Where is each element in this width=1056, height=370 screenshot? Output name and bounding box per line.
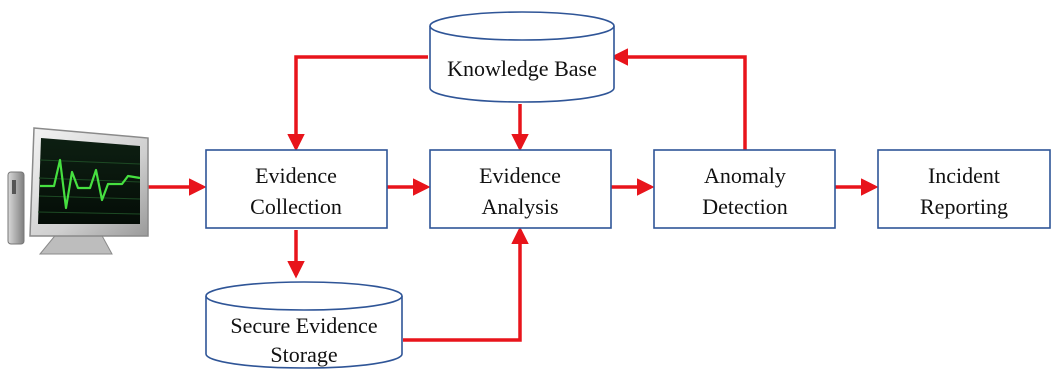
connectors xyxy=(148,48,879,342)
secure-evidence-storage-label-line-1: Secure Evidence xyxy=(230,313,377,338)
heartbeat-trace xyxy=(40,158,141,210)
knowledge-base-label: Knowledge Base xyxy=(447,56,597,81)
evidence-collection-label-line-2: Collection xyxy=(250,194,342,219)
evidence-collection-node: Evidence Collection xyxy=(205,149,388,229)
incident-reporting-label-line-1: Incident xyxy=(928,163,1000,188)
arrow-anomaly-to-knowledge-base xyxy=(610,48,747,150)
evidence-collection-label-line-1: Evidence xyxy=(255,163,337,188)
anomaly-detection-label-line-1: Anomaly xyxy=(704,163,786,188)
knowledge-base-node: Knowledge Base xyxy=(429,11,615,103)
arrow-storage-to-analysis xyxy=(403,226,529,342)
evidence-analysis-node: Evidence Analysis xyxy=(429,149,612,229)
computer-monitor-icon xyxy=(7,127,149,255)
secure-evidence-storage-node: Secure Evidence Storage xyxy=(205,281,403,369)
anomaly-detection-label-line-2: Detection xyxy=(702,194,788,219)
anomaly-detection-node: Anomaly Detection xyxy=(653,149,836,229)
incident-reporting-label-line-2: Reporting xyxy=(920,194,1008,219)
arrow-knowledge-base-to-collection xyxy=(287,55,428,152)
evidence-analysis-label-line-1: Evidence xyxy=(479,163,561,188)
incident-reporting-node: Incident Reporting xyxy=(877,149,1051,229)
secure-evidence-storage-label-line-2: Storage xyxy=(270,342,337,367)
evidence-analysis-label-line-2: Analysis xyxy=(482,194,559,219)
monitor-screen xyxy=(38,138,140,224)
